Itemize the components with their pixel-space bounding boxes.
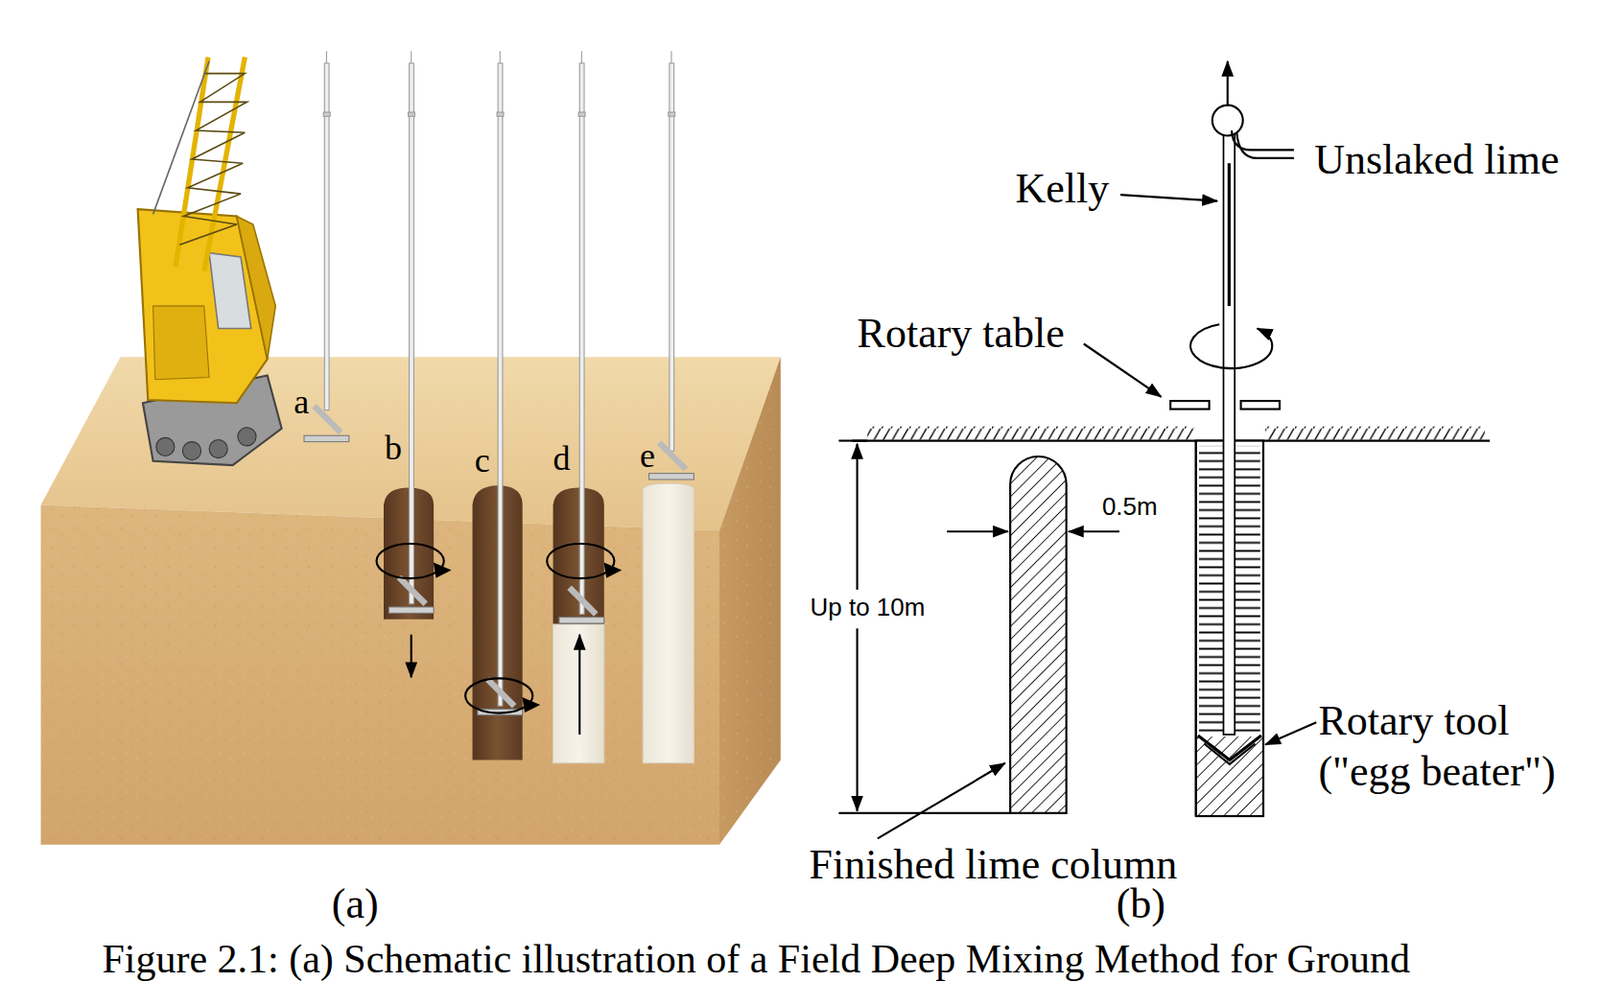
rotation-arrows xyxy=(376,543,620,735)
step-letter: c xyxy=(474,441,491,481)
part-label: Rotary table xyxy=(857,309,1065,359)
dimension-label: 0.5m xyxy=(1102,493,1158,522)
rotary-table xyxy=(1170,400,1280,410)
part-label: Unslaked lime xyxy=(1314,136,1559,186)
step-letter: d xyxy=(553,439,571,479)
panel-label: (a) xyxy=(331,880,379,930)
drill-rods xyxy=(323,50,675,706)
step-letter: a xyxy=(293,382,309,423)
kelly-bar xyxy=(1190,61,1295,765)
part-label: Rotary tool ("egg beater") xyxy=(1317,696,1593,799)
mixing-tools xyxy=(304,405,694,715)
mixing-holes xyxy=(383,483,694,763)
crane xyxy=(138,57,283,467)
dimension-label: Up to 10m xyxy=(808,593,928,623)
finished-lime-column xyxy=(1010,456,1067,814)
leader-lines xyxy=(877,194,1317,839)
panel-label: (b) xyxy=(1116,880,1166,930)
dimension-lines xyxy=(838,441,1120,814)
step-letter: b xyxy=(384,428,402,469)
step-letter: e xyxy=(639,436,656,476)
figure-caption: Figure 2.1: (a) Schematic illustration o… xyxy=(101,938,1411,981)
part-label: Kelly xyxy=(1014,164,1109,214)
ground-surface xyxy=(851,426,1490,442)
